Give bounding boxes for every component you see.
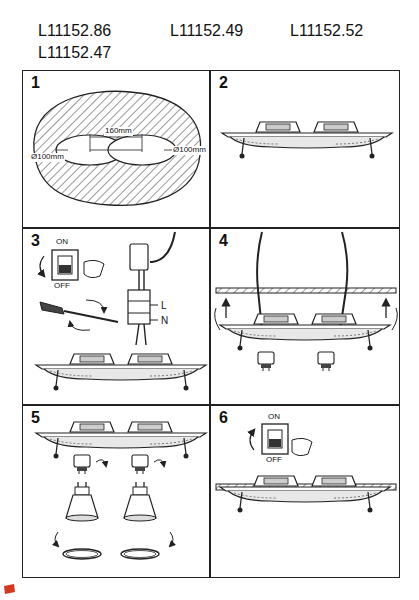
switch-state: OFF (54, 282, 70, 291)
step-panel: 3 (22, 228, 210, 405)
model-number: L11152.86 (38, 22, 111, 40)
dimension: 160mm (104, 127, 133, 136)
step-number: 6 (219, 410, 228, 426)
step-panel: 6 (210, 405, 400, 578)
step-number: 5 (31, 410, 40, 426)
step-number: 4 (219, 233, 228, 249)
step-number: 1 (31, 75, 40, 91)
wire-name: L (161, 300, 167, 311)
step-panel: 5 (22, 405, 210, 578)
mounting-step (215, 232, 398, 371)
dimension: Ø100mm (172, 146, 207, 155)
wiring-step (36, 232, 206, 391)
dimension: Ø100mm (30, 153, 65, 162)
lamp-step (36, 422, 206, 559)
stamp-mark (4, 584, 15, 594)
switch-state: ON (268, 413, 280, 422)
finish-step (216, 424, 396, 513)
model-number: L11152.52 (290, 22, 363, 40)
switch-state: ON (56, 238, 68, 247)
step-number: 2 (219, 75, 228, 91)
step-number: 3 (31, 233, 40, 249)
model-number: L11152.49 (170, 22, 243, 40)
fixture (222, 122, 392, 159)
model-number: L11152.47 (38, 44, 111, 62)
step-panel: 4 (210, 228, 400, 405)
switch-state: OFF (266, 456, 282, 465)
step-panel: 2 (210, 70, 400, 228)
wire-name: N (161, 315, 168, 326)
